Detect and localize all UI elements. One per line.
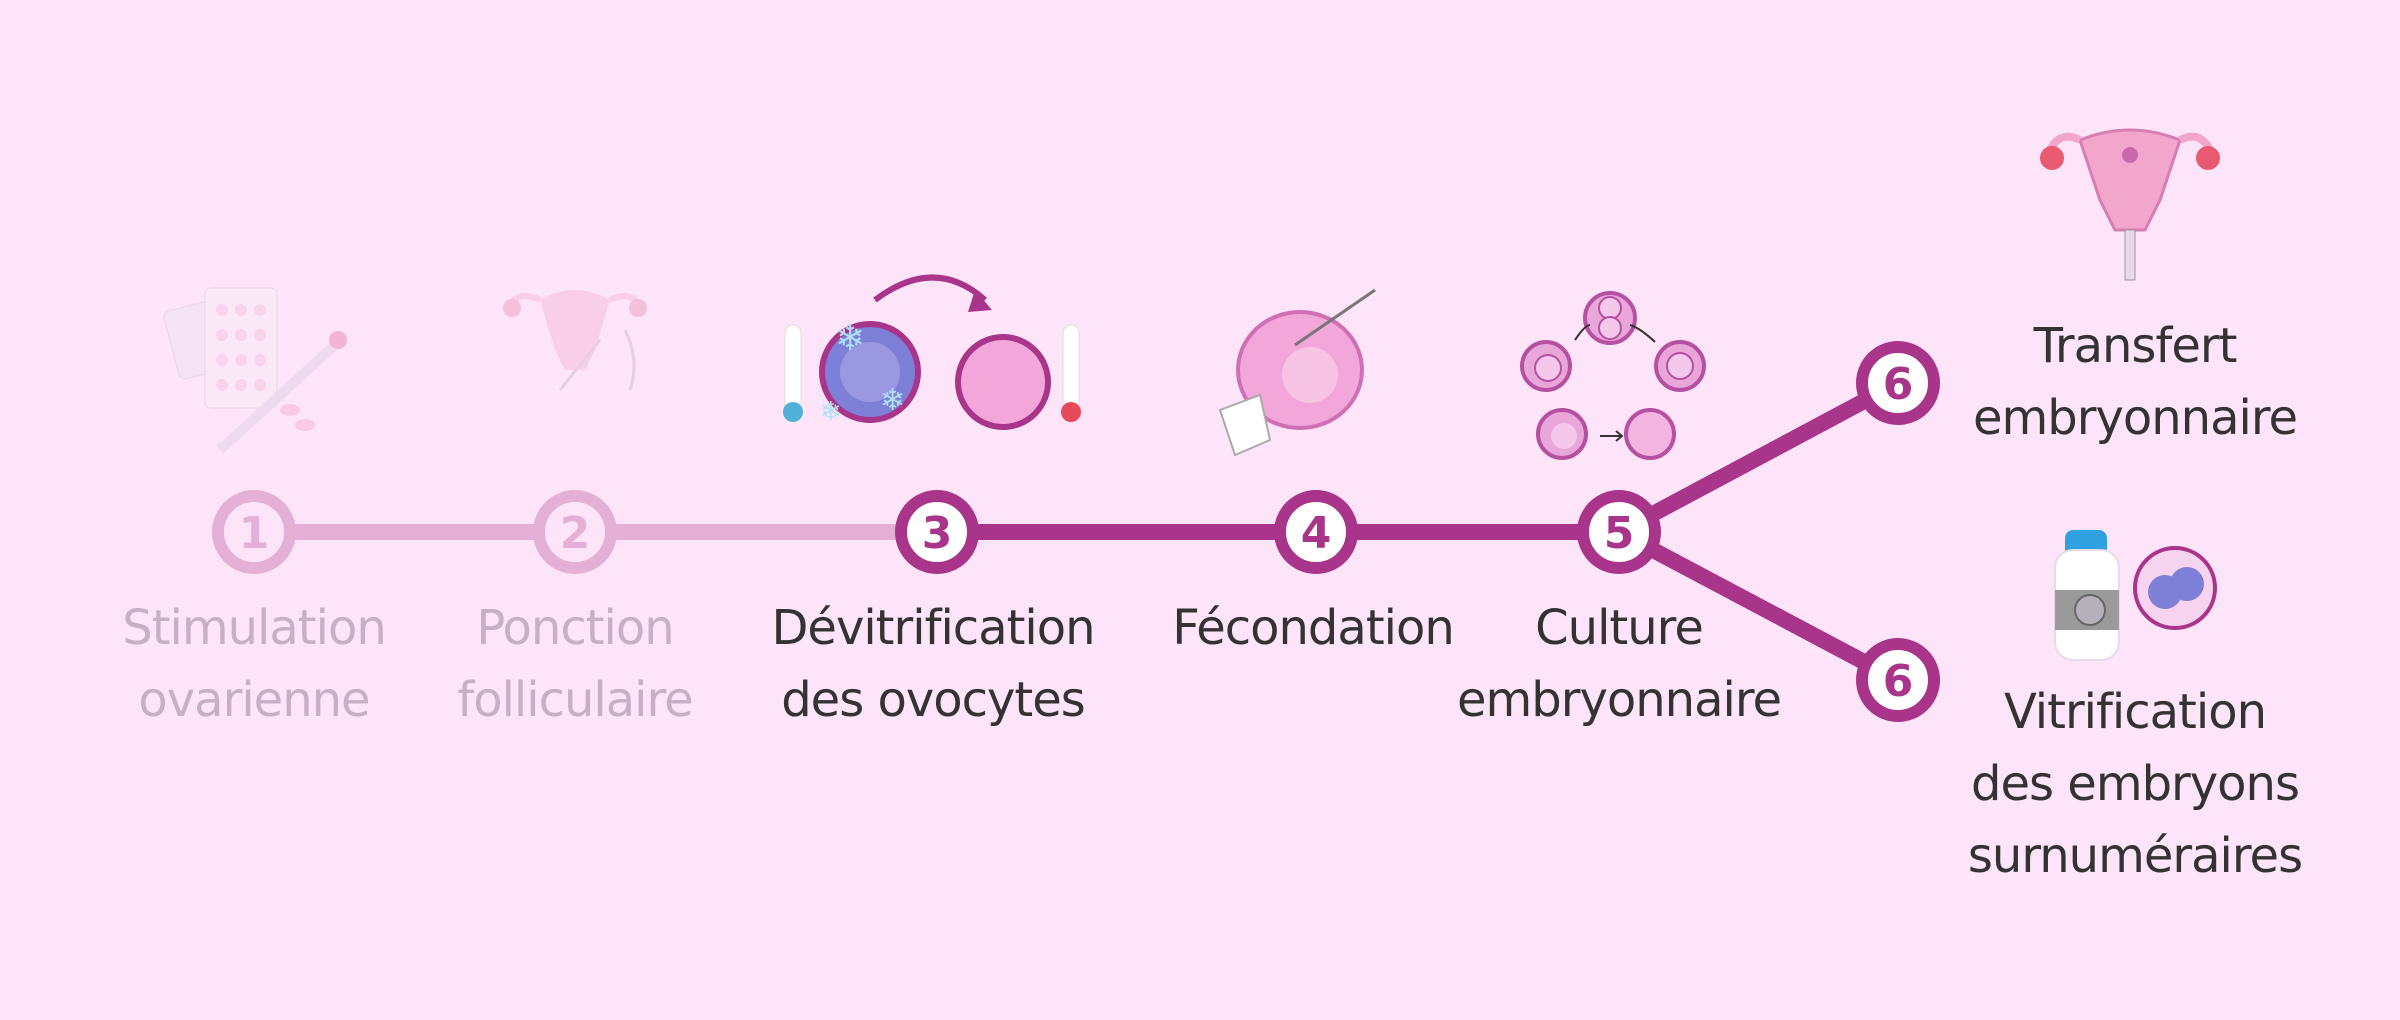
thaw-oocyte-icon: ❄ ❄ ❄ (783, 274, 1081, 430)
svg-text:❄: ❄ (880, 383, 905, 418)
svg-text:3: 3 (922, 508, 953, 559)
cryo-tank-icon (2054, 530, 2217, 661)
step-node-1: 1 (212, 490, 296, 574)
step-node-6-transfer: 6 (1856, 341, 1940, 425)
connector-5-6a (1615, 375, 1902, 540)
svg-text:6: 6 (1883, 656, 1914, 707)
icsi-needle-icon (1218, 288, 1376, 457)
step-label-4: Fécondation (1172, 600, 1455, 656)
connector-5-6b (1615, 524, 1902, 688)
svg-text:6: 6 (1883, 359, 1914, 410)
pills-syringe-icon (163, 287, 347, 454)
step-node-5: 5 (1577, 490, 1661, 574)
svg-text:❄: ❄ (835, 318, 865, 359)
svg-text:❄: ❄ (820, 397, 842, 427)
uterus-transfer-icon (2040, 128, 2220, 281)
step-node-6-vitrification: 6 (1856, 638, 1940, 722)
step-node-3: 3 (895, 490, 979, 574)
svg-text:4: 4 (1301, 508, 1332, 559)
svg-text:1: 1 (239, 508, 270, 559)
step-node-4: 4 (1274, 490, 1358, 574)
step-node-2: 2 (533, 490, 617, 574)
svg-text:5: 5 (1604, 508, 1635, 559)
uterus-puncture-icon (503, 290, 647, 391)
svg-text:2: 2 (560, 508, 591, 559)
embryo-development-icon (1520, 291, 1706, 460)
